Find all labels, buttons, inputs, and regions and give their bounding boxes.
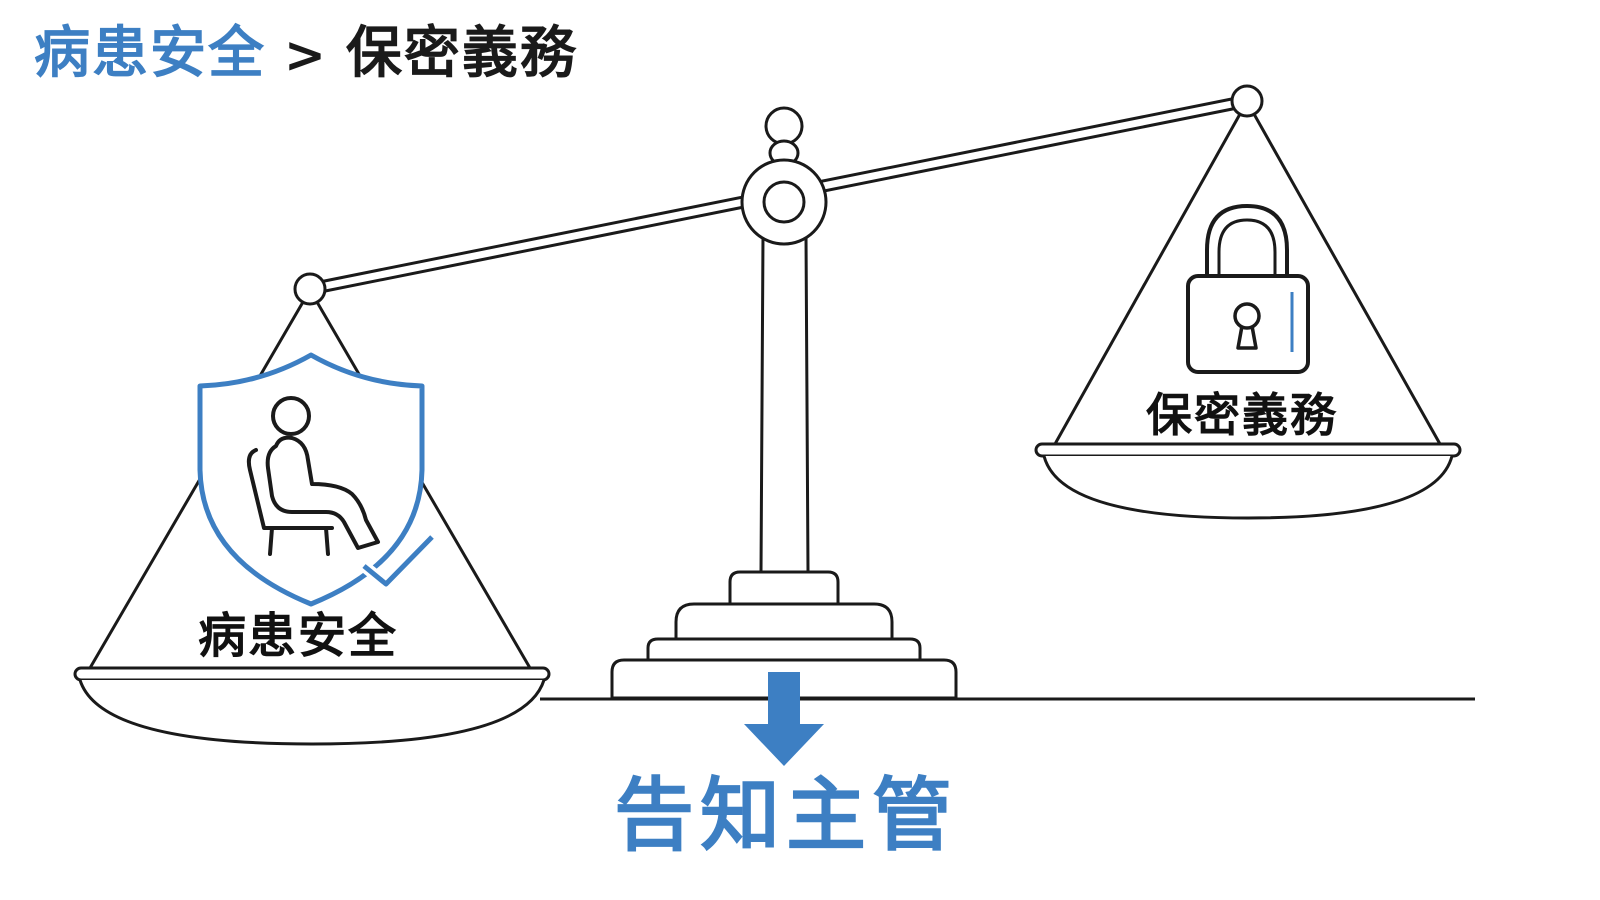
left-pan-label: 病患安全 bbox=[198, 608, 399, 664]
padlock-icon bbox=[1186, 203, 1310, 374]
scale-column bbox=[759, 234, 810, 574]
page-title: 病患安全>保密義務 bbox=[34, 26, 578, 82]
right-pan-label: 保密義務 bbox=[1146, 388, 1338, 442]
scale-pivot bbox=[740, 158, 828, 246]
scale-top-knob bbox=[764, 106, 804, 146]
down-arrow-icon bbox=[744, 672, 824, 766]
title-left: 病患安全 bbox=[34, 21, 266, 86]
conclusion-label: 告知主管 bbox=[614, 769, 958, 862]
patient-shield-check-icon bbox=[197, 352, 438, 607]
title-separator: > bbox=[284, 26, 328, 84]
title-right: 保密義務 bbox=[345, 21, 578, 86]
left-pan bbox=[73, 301, 551, 746]
scale-base-cap bbox=[728, 570, 840, 606]
beam-joint-right bbox=[1230, 84, 1264, 118]
right-pan bbox=[1034, 113, 1462, 520]
beam-joint-left bbox=[293, 272, 327, 306]
scale-base-step-3 bbox=[674, 602, 894, 641]
scale-base-step-2 bbox=[646, 637, 922, 662]
